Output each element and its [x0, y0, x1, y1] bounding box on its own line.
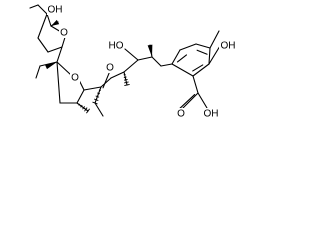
acid-c-o — [182, 92, 199, 109]
atom-label-layer: OH O O O HO OH O OH — [47, 4, 237, 120]
arene-double-1 — [176, 54, 188, 63]
o-pyran-label: O — [60, 28, 68, 39]
o-ketone-label: O — [106, 63, 114, 74]
o-ketone-label-bg — [105, 62, 115, 73]
chain-c1-ketone — [100, 77, 112, 88]
pyran-top-ethyl-2 — [37, 4, 48, 15]
hash-chain-c1-ethyl — [92, 89, 101, 105]
chain-c4-c5 — [137, 56, 153, 61]
hash-chain-c3-methyl-stroke — [124, 83, 130, 87]
o-pyran-label-bg — [59, 27, 69, 38]
arene-methyl — [209, 30, 220, 49]
arene-c1-c2 — [171, 49, 181, 65]
chain-c1-ethyl-1 — [94, 86, 102, 104]
wedge-thf-c2-ethyl — [45, 62, 57, 70]
wedge-chain-c5-methyl — [147, 44, 153, 57]
hash-thf-c4-methyl — [78, 103, 90, 114]
hash-thf-c4-methyl-stroke — [82, 106, 86, 110]
pyran-c4-c5 — [37, 13, 48, 39]
hash-thf-c4-methyl-stroke — [80, 104, 83, 108]
oh-aryl-label: OH — [221, 41, 236, 52]
chain-c3-c4 — [123, 59, 139, 73]
oh-top-label-bg — [47, 4, 63, 15]
arene-double-2 — [196, 49, 208, 55]
chain-c5-c6 — [151, 56, 162, 67]
o-thf-label: O — [71, 73, 79, 84]
arene-c4-c5 — [208, 47, 211, 65]
arene-double-3 — [192, 64, 204, 72]
o-acid-label: O — [177, 109, 185, 120]
arene-c6-acid — [192, 75, 199, 94]
hash-chain-c1-ethyl-stroke — [93, 98, 99, 102]
arene-c6-c1 — [171, 63, 194, 77]
hash-thf-c4-methyl-stroke — [84, 107, 88, 112]
acid-c-oh — [197, 92, 208, 109]
pyran-c3-c4 — [37, 37, 49, 53]
hash-chain-c3-methyl — [123, 73, 130, 87]
chemical-structure-diagram: OH O O O HO OH O OH — [29, 4, 237, 120]
acid-double — [179, 93, 196, 110]
pyran-c2-c3 — [47, 46, 63, 53]
hash-chain-c3-methyl-stroke — [123, 78, 128, 81]
oh-top-label: OH — [48, 5, 63, 16]
hash-thf-c4-methyl-stroke — [86, 108, 90, 114]
chain-c6-c7 — [160, 63, 173, 67]
arene-c5-c6 — [192, 63, 210, 77]
arene-c3-c4 — [195, 43, 211, 49]
hash-chain-c1-ethyl-stroke — [97, 92, 101, 95]
chain-c4-oh — [124, 48, 139, 61]
hash-chain-c3-methyl-stroke — [123, 76, 127, 78]
pyran-top-ethyl-1 — [29, 4, 39, 9]
hash-chain-c1-ethyl-stroke — [92, 101, 98, 105]
ho-chain-label: HO — [109, 41, 124, 52]
pyran-thf-link — [56, 46, 63, 63]
thf-c3-c2 — [56, 61, 61, 104]
chain-ketone-c3 — [110, 71, 125, 79]
thf-c5-c4 — [76, 89, 85, 104]
thf-c2-ethyl-2 — [35, 65, 41, 79]
bond-layer — [29, 4, 221, 117]
hash-chain-c1-ethyl-stroke — [95, 95, 100, 98]
pyran-c5-c6 — [46, 13, 52, 27]
thf-c2-o — [56, 61, 72, 76]
oh-acid-label: OH — [204, 109, 219, 120]
arene-c4-oh — [208, 45, 221, 65]
hash-chain-c3-methyl-stroke — [124, 81, 129, 84]
wedge-pyran-c6-methyl — [51, 19, 60, 26]
oh-aryl-label-bg — [219, 40, 237, 51]
ho-chain-label-bg — [108, 40, 124, 51]
hash-thf-c4-methyl-stroke — [78, 103, 81, 106]
arene-c2-c3 — [179, 43, 197, 51]
o-thf-label-bg — [70, 72, 80, 83]
oh-acid-label-bg — [202, 108, 220, 119]
hash-chain-c1-ethyl-stroke — [98, 89, 101, 91]
chain-thf-c1 — [83, 86, 102, 91]
chain-c1-ethyl-2 — [94, 102, 104, 117]
o-acid-label-bg — [176, 108, 186, 119]
ketone-double — [102, 70, 111, 89]
thf-c4-methyl — [76, 102, 89, 112]
